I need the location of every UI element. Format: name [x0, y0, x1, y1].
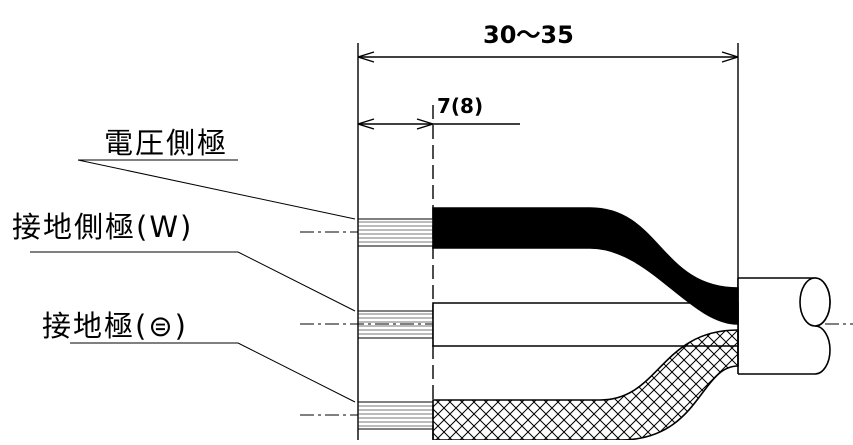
strip-dimension-arrow — [357, 118, 520, 130]
leader-line-ground-side-slope — [237, 251, 356, 312]
overall-dimension-label: 30～35 — [483, 21, 574, 49]
label-ground-pole: 接地極(⊜) — [42, 309, 188, 343]
leader-line-voltage — [77, 159, 356, 220]
cable-sheath — [737, 277, 831, 375]
label-voltage-pole: 電圧側極 — [104, 126, 229, 160]
conductor-bottom — [357, 401, 434, 430]
conductor-middle — [357, 310, 434, 339]
wire-ground-hatched — [432, 329, 739, 441]
wire-black-voltage — [432, 207, 739, 325]
overall-dimension-arrow — [357, 51, 739, 63]
wire-white-ground-side — [432, 302, 739, 347]
strip-dimension-label: 7(8) — [437, 94, 484, 118]
conductor-top — [357, 218, 434, 247]
label-ground-side-pole: 接地側極(W) — [12, 210, 194, 244]
leader-line-ground-slope — [237, 342, 356, 403]
